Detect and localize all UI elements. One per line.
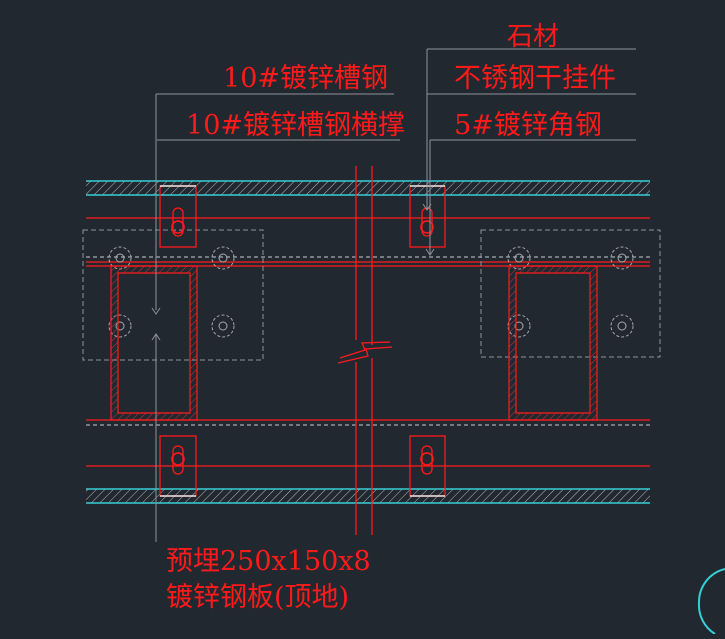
label-channel: 10#镀锌槽钢: [223, 63, 388, 94]
annotation-labels: 石材 10#镀锌槽钢 不锈钢干挂件 10#镀锌槽钢横撑 5#镀锌角钢 预埋250…: [166, 22, 616, 613]
hanger-bottom-right: [409, 435, 446, 497]
label-stone: 石材: [507, 22, 559, 52]
embed-plate-left: [82, 229, 264, 361]
hanger-top-left: [159, 185, 197, 248]
viewcube-ring-icon[interactable]: [697, 568, 725, 635]
hanger-bottom-left: [159, 435, 197, 497]
embed-plate-right: [480, 229, 661, 358]
stone-slab-bottom: [86, 488, 650, 504]
center-column: [337, 166, 393, 535]
channel-steel-right: [508, 265, 598, 421]
stone-slab-top: [86, 180, 650, 196]
anchor-bolt-icon: [211, 314, 235, 338]
label-embed-line2: 镀锌钢板(顶地): [166, 582, 349, 613]
anchor-bolt-icon: [211, 246, 235, 270]
channel-steel-left: [110, 265, 198, 421]
anchor-bolt-icon: [610, 314, 634, 338]
horizontal-members: [86, 217, 650, 467]
anchor-bolt-icon: [610, 246, 634, 270]
anchor-bolts: [108, 246, 634, 338]
label-embed-line1: 预埋250x150x8: [166, 546, 371, 577]
label-channel-brace: 10#镀锌槽钢横撑: [186, 110, 405, 141]
leader-lines: [151, 48, 636, 542]
label-angle: 5#镀锌角钢: [454, 110, 602, 141]
label-hanger: 不锈钢干挂件: [454, 63, 616, 94]
